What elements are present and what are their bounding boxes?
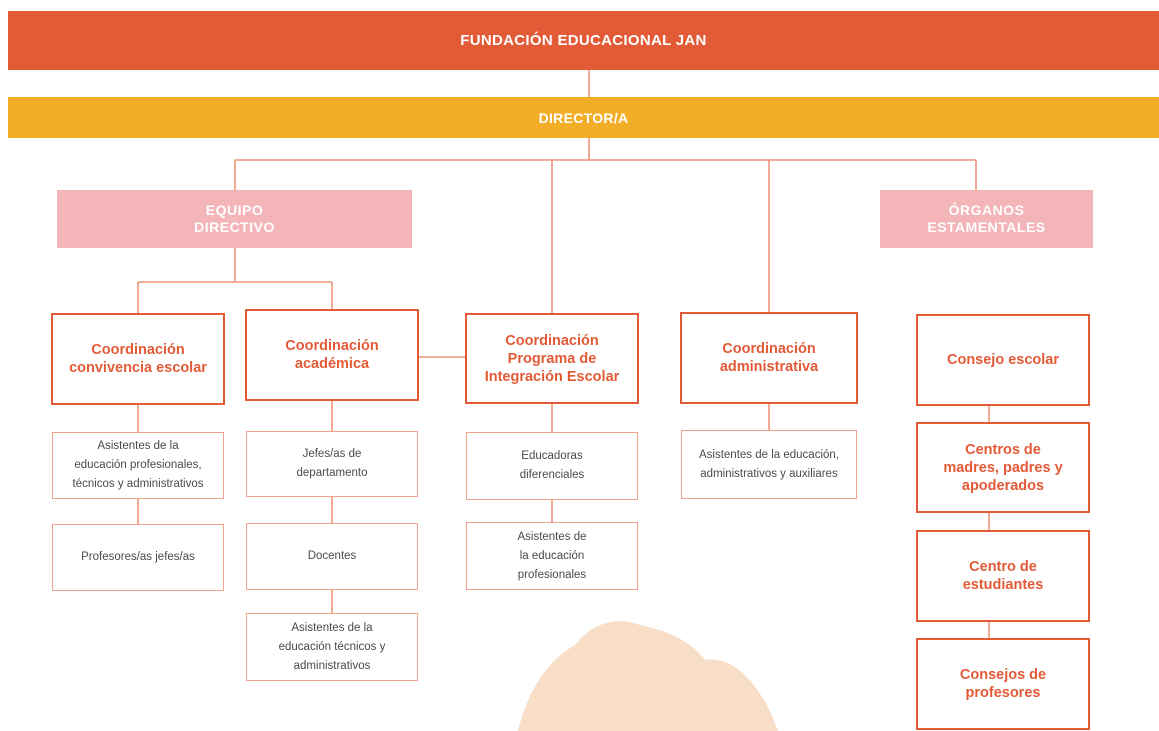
director-label: DIRECTOR/A: [538, 109, 629, 126]
academica-sub-jefes-departamento: Jefes/as de departamento: [246, 431, 418, 497]
coordinacion-academica-box: Coordinación académica: [245, 309, 419, 401]
director-bar: DIRECTOR/A: [8, 97, 1159, 138]
administrativa-sub-asistentes: Asistentes de la educación, administrati…: [681, 430, 857, 499]
organos-estamentales-box: ÓRGANOS ESTAMENTALES: [880, 190, 1093, 248]
convivencia-sub-profesores-jefes: Profesores/as jefes/as: [52, 524, 224, 591]
equipo-directivo-box: EQUIPO DIRECTIVO: [57, 190, 412, 248]
organos-consejos-profesores: Consejos de profesores: [916, 638, 1090, 730]
pie-sub-asistentes: Asistentes de la educación profesionales: [466, 522, 638, 590]
coordinacion-administrativa-box: Coordinación administrativa: [680, 312, 858, 404]
coordinacion-pie-box: Coordinación Programa de Integración Esc…: [465, 313, 639, 404]
coordinacion-convivencia-box: Coordinación convivencia escolar: [51, 313, 225, 405]
academica-sub-asistentes: Asistentes de la educación técnicos y ad…: [246, 613, 418, 681]
organos-centros-padres: Centros de madres, padres y apoderados: [916, 422, 1090, 513]
foundation-title: FUNDACIÓN EDUCACIONAL JAN: [460, 32, 707, 49]
organos-centro-estudiantes: Centro de estudiantes: [916, 530, 1090, 622]
foundation-title-bar: FUNDACIÓN EDUCACIONAL JAN: [8, 11, 1159, 70]
academica-sub-docentes: Docentes: [246, 523, 418, 590]
organos-consejo-escolar: Consejo escolar: [916, 314, 1090, 406]
convivencia-sub-asistentes: Asistentes de la educación profesionales…: [52, 432, 224, 499]
pie-sub-educadoras: Educadoras diferenciales: [466, 432, 638, 500]
